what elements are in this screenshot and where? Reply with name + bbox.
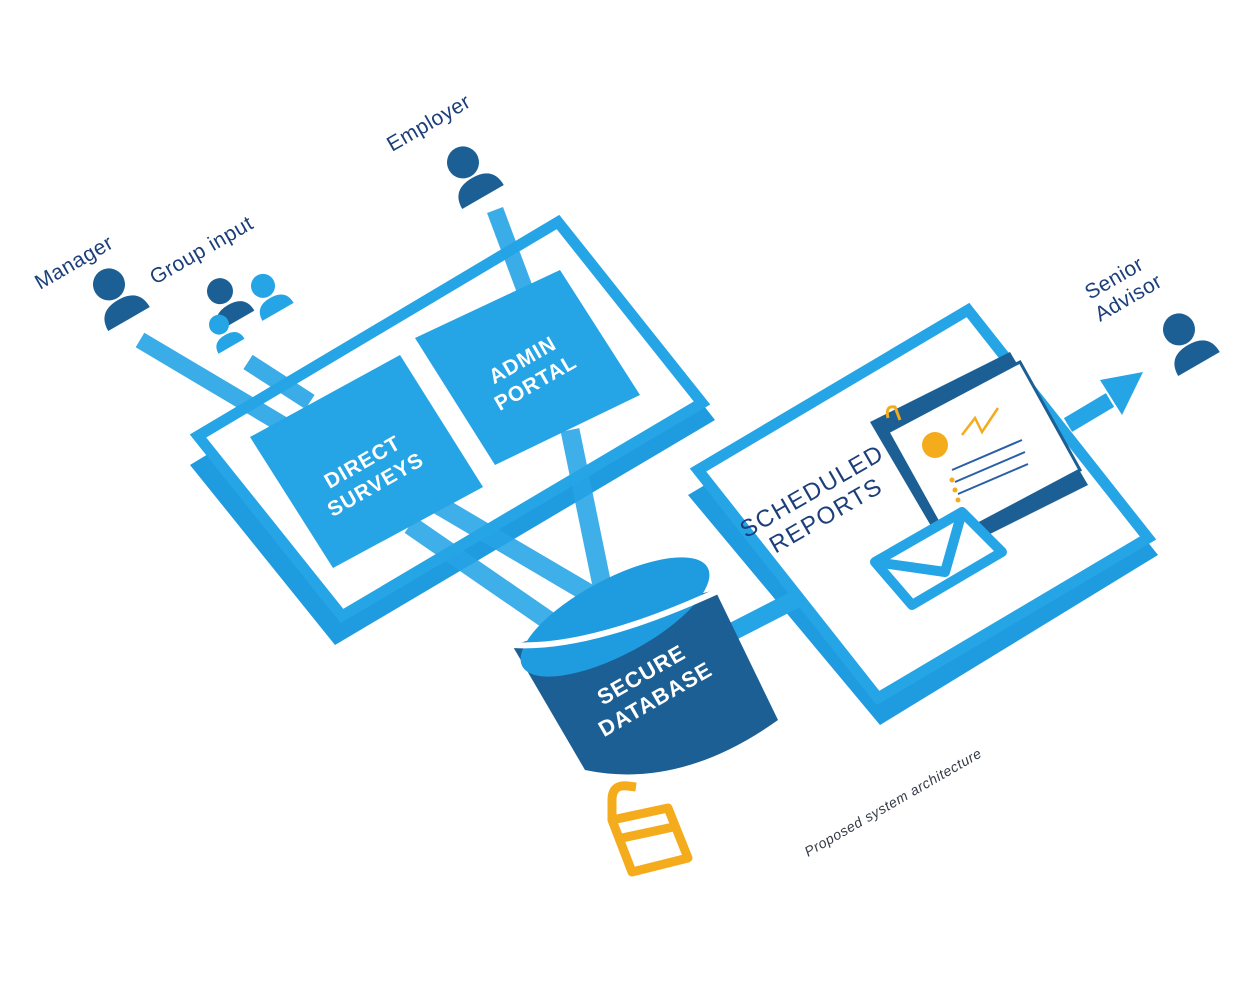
employer-label: Employer [383, 90, 475, 156]
group-input-label: Group input [146, 212, 257, 290]
caption: Proposed system architecture [802, 745, 985, 860]
admin-portal-box: ADMIN PORTAL [415, 270, 640, 465]
arrow-icon [1063, 372, 1143, 432]
lock-icon [607, 781, 693, 877]
group-icon [207, 273, 294, 354]
envelope-icon [870, 507, 1007, 610]
report-icon [870, 352, 1088, 555]
secure-database: SECURE DATABASE [511, 557, 778, 775]
connectors-people [135, 207, 533, 443]
person-icon [93, 146, 1220, 377]
direct-surveys-box: DIRECT SURVEYS [250, 355, 483, 568]
connectors-database [404, 428, 615, 633]
